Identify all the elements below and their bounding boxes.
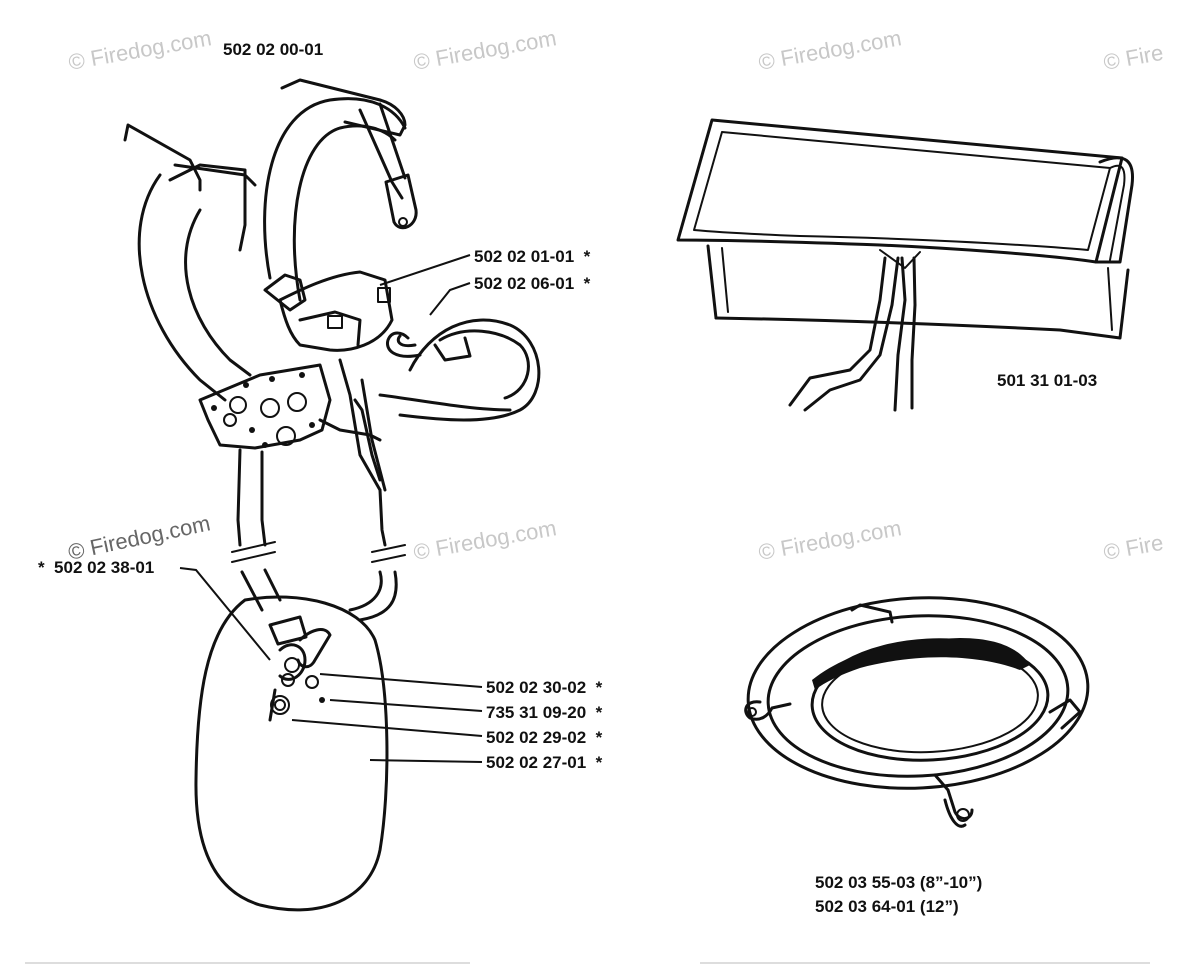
watermark: © Firedog.com (412, 515, 559, 565)
label-apron: 501 31 01-03 (997, 371, 1097, 390)
guard-drawing (744, 596, 1090, 828)
watermark: © Firedog.com (66, 510, 213, 565)
apron-drawing (676, 118, 1135, 412)
part-labels: 502 02 00-01 502 02 01-01 * 502 02 06-01… (38, 40, 1097, 916)
label-hip-pad: 502 02 27-01 * (486, 753, 603, 772)
label-ring: 502 02 30-02 * (486, 678, 603, 697)
watermark: © Firedog.com (757, 25, 904, 75)
harness-drawing (123, 78, 541, 912)
label-buckle-a: 502 02 01-01 * (474, 247, 591, 266)
watermark: © Firedog.com (67, 25, 214, 75)
watermark-layer: © Firedog.com © Firedog.com © Firedog.co… (66, 25, 1165, 565)
label-guard-1: 502 03 55-03 (8”-10”) (815, 873, 982, 892)
label-hook: * 502 02 38-01 (38, 558, 154, 577)
label-buckle-b: 502 02 06-01 * (474, 274, 591, 293)
watermark: © Fire (1102, 40, 1166, 75)
watermark: © Firedog.com (412, 25, 559, 75)
leader-lines (179, 254, 483, 763)
watermark: © Fire (1102, 530, 1166, 565)
label-screw: 735 31 09-20 * (486, 703, 603, 722)
label-clip: 502 02 29-02 * (486, 728, 603, 747)
label-guard-2: 502 03 64-01 (12”) (815, 897, 959, 916)
watermark: © Firedog.com (757, 515, 904, 565)
label-harness: 502 02 00-01 (223, 40, 323, 59)
